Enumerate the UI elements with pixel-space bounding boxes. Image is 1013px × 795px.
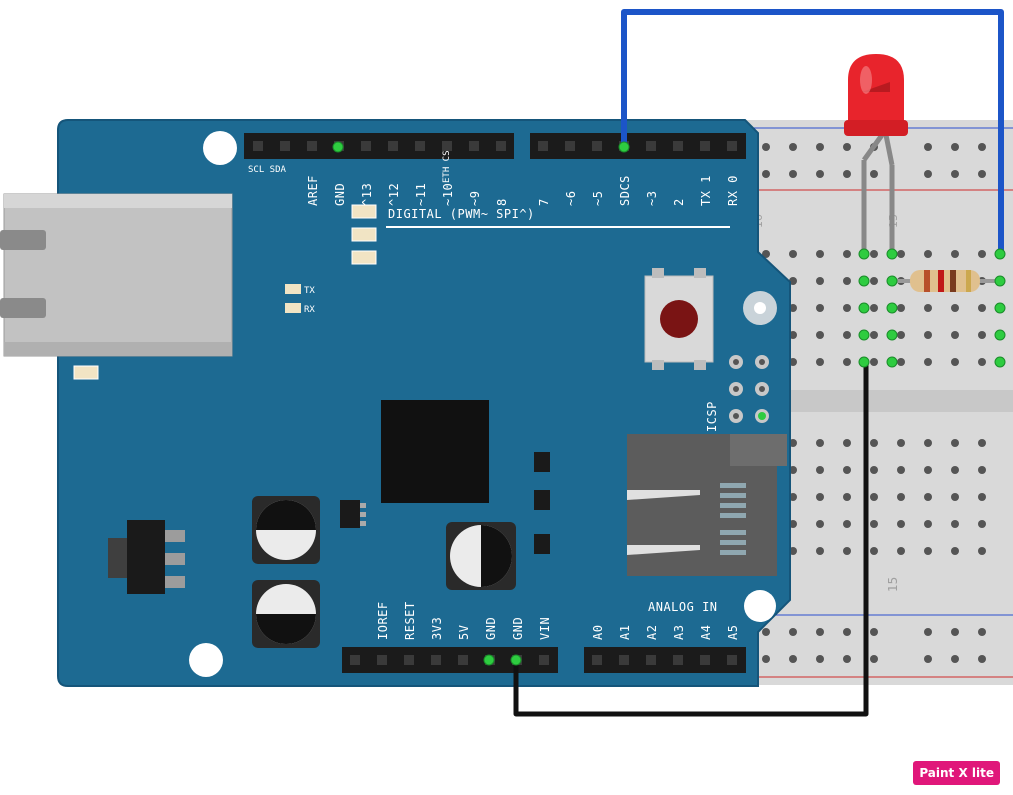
digital-header [244,133,746,159]
digital-pin-label-7: 8 [495,198,509,206]
tx-label: TX [304,286,315,296]
red-led [844,54,908,252]
resistor [892,270,1000,292]
digital-pin-label-12: ~3 [645,191,659,206]
icsp-header [729,355,769,423]
digital-pin-label-5: ~10 [441,183,455,206]
power-pin-label-4: GND [484,617,498,640]
digital-pin-label-0: AREF [306,175,320,206]
mount-hole-bottom-left [189,643,223,677]
capacitors [252,496,516,648]
power-pin-label-2: 3V3 [430,617,444,640]
paint-x-lite-watermark: Paint X lite [913,761,1000,785]
digital-pin-label-8: 7 [537,198,551,206]
reset-button [644,268,714,370]
digital-pin-label-14: TX 1 [699,175,713,206]
analog-header [584,647,746,673]
ethernet-jack [0,193,233,357]
breadboard-row-label-15-bottom: 15 [886,577,900,592]
digital-pin-label-15: RX 0 [726,175,740,206]
sd-card-slot [627,434,787,576]
analog-in-label: ANALOG IN [648,600,718,614]
analog-pin-label-1: A1 [618,625,632,640]
analog-pin-label-3: A3 [672,625,686,640]
power-pin-label-6: VIN [538,617,552,640]
power-pin-label-5: GND [511,617,525,640]
analog-pin-label-2: A2 [645,625,659,640]
rx-label: RX [304,305,315,315]
power-pin-label-0: IOREF [376,601,390,640]
digital-pin-label-3: ^12 [387,183,401,206]
power-pin-label-3: 5V [457,625,471,640]
icsp-label: ICSP [705,401,719,432]
scl-sda-label: SCL SDA [248,165,287,175]
main-chip [381,400,489,503]
power-pin-label-1: RESET [403,601,417,640]
blue-wire [621,9,1004,257]
digital-pin-label-10: ~5 [591,191,605,206]
black-wire [513,359,869,717]
mount-hole-analog [744,590,776,622]
arduino-ethernet-shield: TX RX SCL SDA AREF GND ^13 ^12 ~11 ~10 ~9 8 7 ~6 ~… [0,119,791,687]
digital-label: DIGITAL (PWM~ SPI^) [388,207,535,221]
digital-pin-label-1: GND [333,183,347,206]
eth-cs-label: ETH CS [442,150,452,183]
voltage-regulator [108,520,185,594]
analog-pin-label-5: A5 [726,625,740,640]
digital-pin-label-13: 2 [672,198,686,206]
digital-pin-label-2: ^13 [360,183,374,206]
digital-pin-label-4: ~11 [414,183,428,206]
power-header [342,647,558,673]
smd-components [340,452,550,554]
analog-pin-label-0: A0 [591,625,605,640]
mount-hole-top-left [203,131,237,165]
connected-pin-highlights [332,141,1006,666]
digital-pin-label-11: SDCS [618,175,632,206]
digital-pin-label-6: ~9 [468,191,482,206]
status-leds [73,204,377,380]
analog-pin-label-4: A4 [699,625,713,640]
digital-pin-label-9: ~6 [564,191,578,206]
